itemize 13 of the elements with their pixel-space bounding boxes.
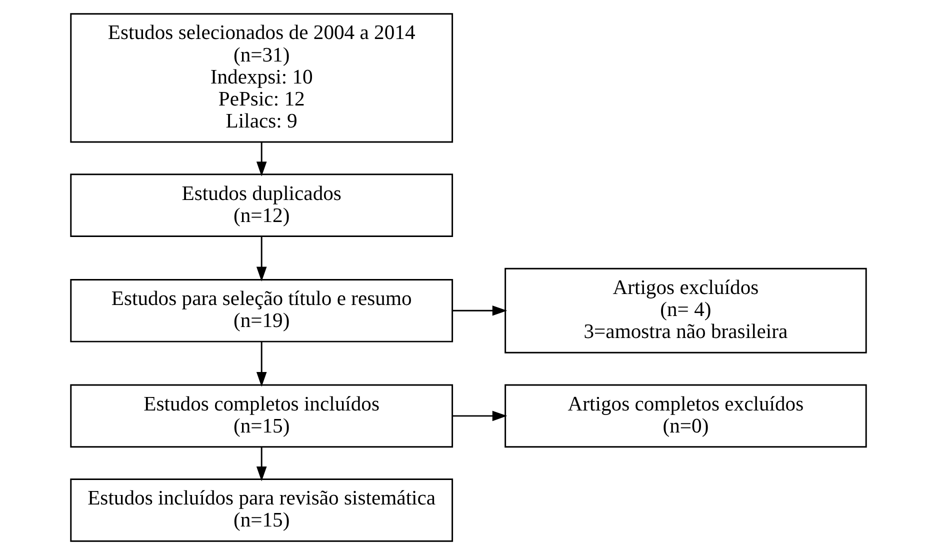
arrow <box>452 305 507 316</box>
node-box: Estudos duplicados (n=12) <box>70 174 453 237</box>
arrow <box>256 142 266 176</box>
arrow <box>452 410 507 422</box>
arrow <box>256 342 266 387</box>
node-box: Estudos para seleção título e resumo (n=19) <box>70 278 453 342</box>
node-box: Estudos completos incluídos (n=15) <box>70 384 453 448</box>
node-box: Artigos completos excluídos (n=0) <box>504 384 866 448</box>
node-box: Estudos incluídos para revisão sistemática (n=15) <box>70 478 453 542</box>
arrow <box>256 236 266 282</box>
node-box: Estudos selecionados de 2004 a 2014 (n=31) Indexpsi: 10 PePsic: 12 Lilacs: 9 <box>70 13 453 143</box>
node-box: Artigos excluídos (n= 4) 3=amostra não brasileira <box>504 268 866 354</box>
arrow <box>256 447 266 482</box>
